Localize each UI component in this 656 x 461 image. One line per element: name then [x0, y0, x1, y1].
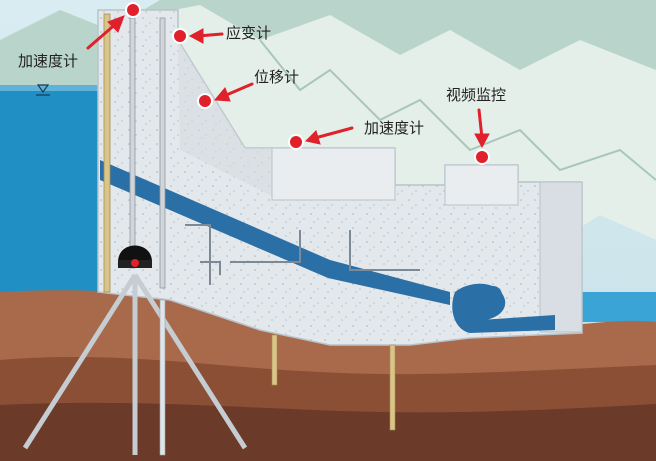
right-abutment: [539, 181, 583, 333]
soil-layer-deep: [0, 402, 656, 461]
water-level-marker: [36, 84, 50, 96]
inspection-gallery: [100, 160, 450, 305]
label-strain-gauge: 应变计: [226, 24, 272, 42]
label-accelerometer-right: 加速度计: [364, 119, 425, 137]
arrowhead-displacement: [213, 87, 231, 102]
accelerometer-crest-sensor: [125, 2, 141, 18]
arrowhead-strain-gauge: [188, 28, 204, 44]
foundation-pile: [271, 334, 278, 386]
accelerometer-deck-sensor: [288, 134, 304, 150]
displacement-sensor: [197, 93, 213, 109]
downstream-water: [575, 292, 656, 322]
mountain-ridge: [259, 39, 656, 181]
arrowhead-accelerometer-left: [107, 15, 125, 33]
inverted-plumb-line: [103, 13, 111, 293]
control-house: [444, 164, 519, 206]
video-camera-sensor: [474, 149, 490, 165]
arrow-video: [477, 108, 484, 140]
arrow-displacement: [222, 82, 254, 98]
arrowhead-accelerometer-right: [304, 130, 321, 145]
arrowhead-video: [474, 133, 490, 149]
dam-face-shadow: [178, 40, 272, 196]
label-accelerometer-left: 加速度计: [18, 52, 79, 70]
reservoir-water: [0, 85, 100, 295]
strain-gauge-sensor: [172, 28, 188, 44]
foundation-pile: [389, 344, 396, 431]
dam-crest-block: [271, 147, 396, 201]
label-displacement-meter: 位移计: [254, 68, 300, 86]
gallery-outlet: [452, 283, 555, 333]
outlet-valve: [484, 286, 502, 304]
borehole-rig: [22, 245, 248, 456]
label-video-monitoring: 视频监控: [446, 86, 507, 104]
reservoir-surface: [0, 85, 100, 91]
interior-pipes: [185, 224, 420, 285]
arrow-accelerometer-right: [313, 126, 354, 140]
pendulum-tube: [129, 17, 136, 269]
extensometer-tube: [159, 17, 166, 289]
